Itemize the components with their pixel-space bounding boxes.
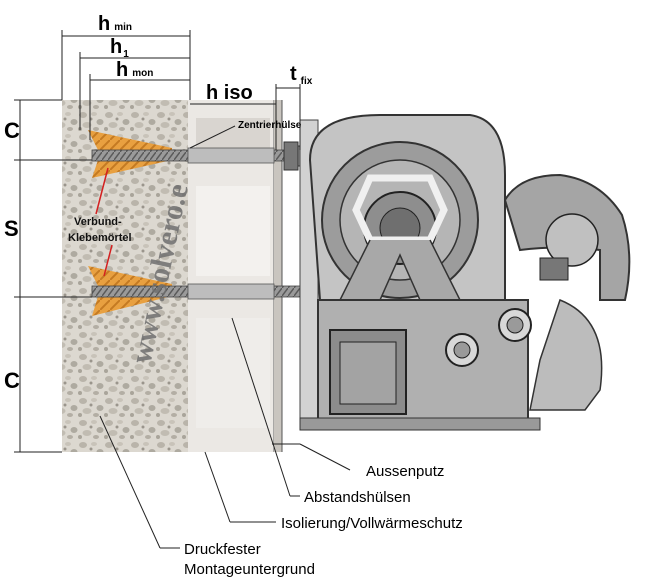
h-iso-label: h iso — [206, 82, 253, 104]
outer-plaster-layer — [274, 100, 282, 452]
adhesive-label-line1: Verbund- — [74, 216, 122, 228]
outer-plaster-label: Aussenputz — [366, 463, 444, 480]
insulation-label: Isolierung/Vollwärmeschutz — [281, 515, 463, 532]
h1-label: h1 — [110, 36, 129, 60]
side-label-bottom: C — [4, 368, 20, 393]
side-label-middle: S — [4, 216, 19, 241]
machine-illustration — [299, 114, 631, 431]
base-label-line1: Druckfester — [184, 541, 261, 558]
centering-sleeve-label: Zentrierhülse — [238, 120, 302, 131]
base-label-line2: Montageuntergrund — [184, 561, 315, 578]
spacer-sleeves-label: Abstandshülsen — [304, 489, 411, 506]
adhesive-label-line2: Klebemörtel — [68, 232, 132, 244]
adhesive-annotation-lines — [95, 167, 113, 277]
dimension-lines — [14, 30, 351, 549]
side-label-top: C — [4, 118, 20, 143]
